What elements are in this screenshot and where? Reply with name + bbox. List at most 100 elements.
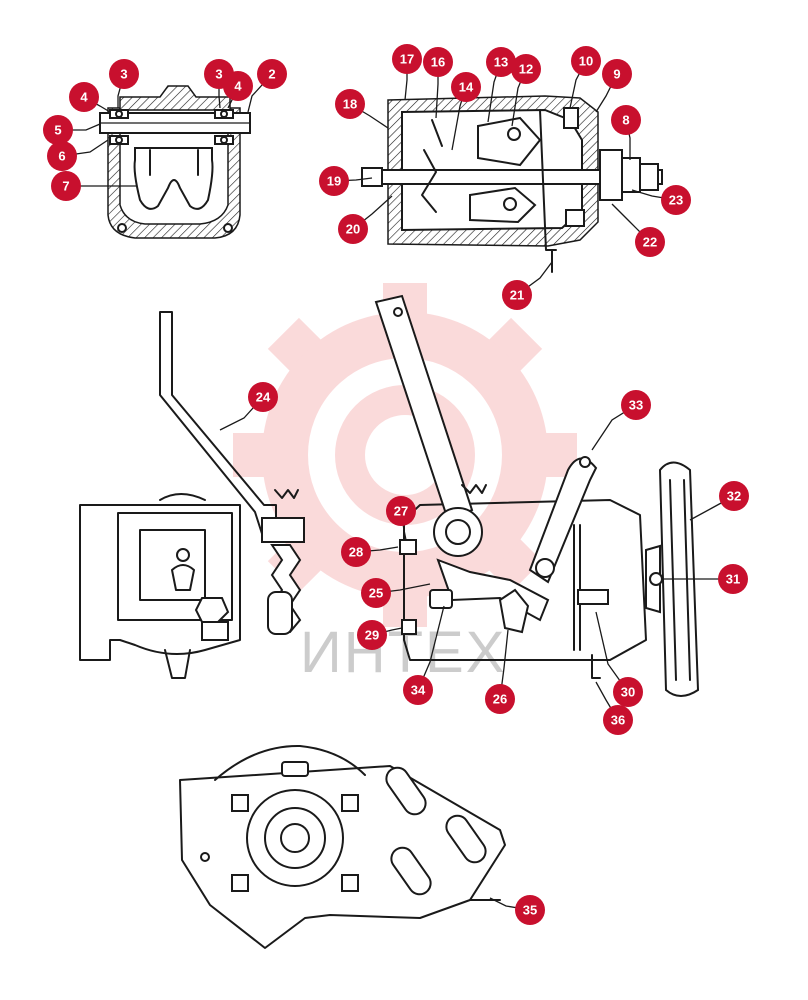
callout-circle [511, 54, 541, 84]
callout-number: 18 [343, 97, 357, 112]
callout-number: 19 [327, 174, 341, 189]
callout-badge: 25 [361, 578, 391, 608]
callout-number: 4 [80, 90, 88, 105]
callout-badge: 26 [485, 684, 515, 714]
callout-circle [341, 537, 371, 567]
callout-circle [571, 46, 601, 76]
callout-badge: 6 [47, 141, 77, 171]
callout-circle [257, 59, 287, 89]
callout-circle [223, 71, 253, 101]
callout-badge: 13 [486, 47, 516, 77]
callout-circle [386, 496, 416, 526]
callout-number: 3 [120, 67, 127, 82]
callout-badge: 16 [423, 47, 453, 77]
callout-number: 6 [58, 149, 65, 164]
callout-number: 2 [268, 67, 275, 82]
callout-badge: 14 [451, 72, 481, 102]
callout-circle [47, 141, 77, 171]
callout-badge: 24 [248, 382, 278, 412]
section-view-left [99, 85, 251, 239]
callout-badge: 36 [603, 705, 633, 735]
callout-badge: 19 [319, 166, 349, 196]
callout-circle [392, 44, 422, 74]
callout-circle [611, 105, 641, 135]
callout-circle [486, 47, 516, 77]
callout-number: 28 [349, 545, 363, 560]
callout-badge: 35 [515, 895, 545, 925]
callout-circle [621, 390, 651, 420]
callout-circle [635, 227, 665, 257]
callout-number: 35 [523, 903, 537, 918]
callout-number: 32 [727, 489, 741, 504]
callout-circle [248, 382, 278, 412]
callout-badge: 10 [571, 46, 601, 76]
callout-circle [361, 578, 391, 608]
callout-badge: 23 [661, 185, 691, 215]
callout-number: 23 [669, 193, 683, 208]
callout-badge: 9 [602, 59, 632, 89]
callout-circle [423, 47, 453, 77]
callout-badge: 33 [621, 390, 651, 420]
callout-number: 10 [579, 54, 593, 69]
callout-number: 26 [493, 692, 507, 707]
callout-badge: 2 [257, 59, 287, 89]
callout-badge: 17 [392, 44, 422, 74]
callout-badge: 28 [341, 537, 371, 567]
callout-circle [502, 280, 532, 310]
callout-badge: 8 [611, 105, 641, 135]
callout-circle [661, 185, 691, 215]
callout-number: 20 [346, 222, 360, 237]
callout-circle [51, 171, 81, 201]
callout-number: 12 [519, 62, 533, 77]
callout-number: 16 [431, 55, 445, 70]
callout-number: 24 [256, 390, 271, 405]
assembly-right-view [374, 294, 700, 697]
callout-number: 14 [459, 80, 474, 95]
callout-number: 31 [726, 572, 740, 587]
mounting-bracket-view [179, 744, 506, 949]
callout-badge: 7 [51, 171, 81, 201]
callout-number: 7 [62, 179, 69, 194]
callout-circle [603, 705, 633, 735]
callout-number: 5 [54, 123, 61, 138]
callout-badge: 21 [502, 280, 532, 310]
callout-number: 36 [611, 713, 625, 728]
callout-circle [719, 481, 749, 511]
callout-badge: 4 [223, 71, 253, 101]
callout-number: 3 [215, 67, 222, 82]
callout-circle [602, 59, 632, 89]
callout-circle [69, 82, 99, 112]
callout-badge: 22 [635, 227, 665, 257]
callout-circle [613, 677, 643, 707]
callout-circle [451, 72, 481, 102]
callout-badge: 3 [109, 59, 139, 89]
callout-number: 27 [394, 504, 408, 519]
callout-number: 25 [369, 586, 383, 601]
section-view-right [361, 95, 663, 273]
callout-number: 30 [621, 685, 635, 700]
callout-circle [515, 895, 545, 925]
callout-badge: 34 [403, 675, 433, 705]
callout-number: 9 [613, 67, 620, 82]
callout-circle [338, 214, 368, 244]
callout-circle [403, 675, 433, 705]
callout-badge: 31 [718, 564, 748, 594]
assembly-left-view [79, 311, 305, 679]
callout-number: 34 [411, 683, 426, 698]
callout-circle [357, 620, 387, 650]
callout-number: 8 [622, 113, 629, 128]
callout-badge: 32 [719, 481, 749, 511]
callout-badge: 18 [335, 89, 365, 119]
callout-circle [319, 166, 349, 196]
callout-badge: 30 [613, 677, 643, 707]
callout-number: 22 [643, 235, 657, 250]
callout-circle [485, 684, 515, 714]
callout-circle [335, 89, 365, 119]
callout-number: 21 [510, 288, 524, 303]
callout-number: 33 [629, 398, 643, 413]
callout-badge: 12 [511, 54, 541, 84]
callout-badge: 5 [43, 115, 73, 145]
callout-circle [43, 115, 73, 145]
